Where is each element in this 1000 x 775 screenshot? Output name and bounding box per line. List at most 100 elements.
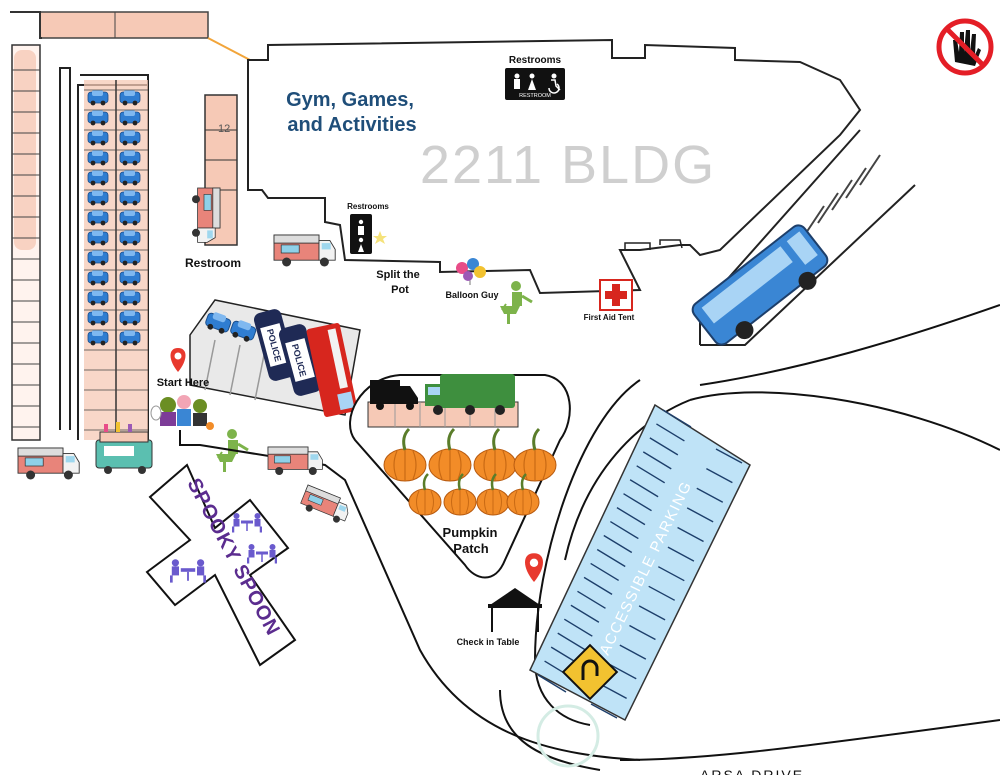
- car-icon: [87, 189, 109, 206]
- stall-line: [609, 664, 637, 680]
- check-in-label: Check in Table: [457, 637, 520, 647]
- spooky-spoon-area: SPOOKY SPOON: [145, 463, 297, 667]
- car-lot: [84, 80, 148, 440]
- first-aid-label: First Aid Tent: [584, 313, 635, 322]
- fire-truck-icon: [306, 323, 358, 417]
- restroom-sign-text: RESTROOM: [519, 93, 551, 99]
- car-icon: [87, 129, 109, 146]
- stall-line: [590, 562, 619, 582]
- car-icon: [87, 289, 109, 306]
- stall-line: [623, 493, 652, 512]
- stall-line: [600, 683, 627, 700]
- split-pot-line2: Pot: [391, 284, 409, 296]
- stall-line: [610, 520, 639, 540]
- car-icon: [119, 269, 141, 286]
- star-icon: [373, 231, 387, 244]
- car-icon: [87, 309, 109, 326]
- car-icon: [119, 169, 141, 186]
- stall-line: [648, 585, 676, 601]
- stall-line: [662, 409, 692, 428]
- bus-area: [691, 129, 916, 346]
- dessert-truck-icon: [95, 422, 153, 474]
- stall-line: [715, 448, 743, 464]
- gym-label-line1: Gym, Games,: [286, 89, 414, 111]
- stall-line: [649, 437, 679, 456]
- police-car-icon: POLICE: [278, 324, 322, 396]
- pumpkin-patch: Pumpkin Patch: [349, 374, 571, 579]
- u-turn-sign-icon: [561, 643, 619, 701]
- car-icon: [119, 89, 141, 106]
- car-icon: [119, 229, 141, 246]
- stall-line: [636, 465, 666, 484]
- stall-line: [686, 507, 714, 523]
- map-pin-icon: [525, 553, 543, 582]
- food-truck-icon: [298, 484, 353, 526]
- car-icon: [87, 249, 109, 266]
- stall-line: [596, 548, 626, 568]
- no-hand-icon: [936, 18, 994, 76]
- stall-line: [657, 566, 685, 582]
- stall-line: [563, 618, 593, 637]
- stall-line: [706, 467, 733, 484]
- food-truck-icon: [17, 447, 80, 480]
- garbage-truck-icon: [425, 374, 515, 415]
- car-icon: [119, 289, 141, 306]
- car-icon: [119, 329, 141, 346]
- car-icon: [119, 209, 141, 226]
- restrooms-side-label: Restrooms: [347, 202, 389, 211]
- building-2211: Gym, Games, and Activities 2211 BLDG Res…: [247, 38, 862, 296]
- handwash-icon: [498, 279, 534, 326]
- stall-line: [642, 451, 672, 470]
- stall-line: [629, 479, 659, 498]
- stall-line: [616, 507, 646, 526]
- stall-line: [629, 624, 656, 641]
- stall-line: [570, 604, 600, 623]
- food-truck-icon: [267, 446, 323, 476]
- car-icon: [87, 209, 109, 226]
- stall-line: [677, 526, 704, 543]
- car-icon: [87, 149, 109, 166]
- stall-line: [638, 605, 666, 621]
- stall-line: [619, 644, 647, 660]
- balloon-guy-label: Balloon Guy: [445, 290, 498, 300]
- stall-line: [590, 703, 618, 719]
- split-pot-line1: Split the: [376, 269, 419, 281]
- side-restroom-icon: [350, 214, 372, 254]
- car-icon: [119, 149, 141, 166]
- stall-line: [667, 546, 695, 562]
- car-icon: [87, 329, 109, 346]
- stall-line: [656, 423, 685, 442]
- start-here-label: Start Here: [157, 377, 210, 389]
- car-icon: [119, 109, 141, 126]
- pumpkin-patch-line2: Patch: [453, 541, 488, 556]
- car-icon: [119, 309, 141, 326]
- car-icon: [119, 129, 141, 146]
- building-name: 2211 BLDG: [420, 135, 716, 195]
- restroom-lot: 12 Restroom: [185, 94, 241, 270]
- car-icon: [87, 89, 109, 106]
- bus-icon: [691, 224, 829, 346]
- restroom-sign-icon: RESTROOM: [505, 68, 565, 100]
- lot-number: 12: [218, 123, 230, 135]
- map-pin-icon: [170, 348, 186, 372]
- costume-group-icon: [150, 395, 214, 430]
- tent-icon: [488, 588, 542, 632]
- stall-line: [696, 487, 724, 503]
- parked-cars: [84, 89, 148, 431]
- car-icon: [87, 169, 109, 186]
- box-truck-icon: [370, 380, 418, 410]
- car-icon: [87, 109, 109, 126]
- vehicle-display: POLICE POLICE: [189, 299, 361, 417]
- pumpkin-patch-line1: Pumpkin: [443, 525, 498, 540]
- roundabout: [536, 704, 600, 768]
- accessible-parking-lot: ACCESSIBLE PARKING: [529, 403, 751, 768]
- stall-line: [557, 632, 587, 651]
- stall-line: [577, 590, 606, 609]
- food-truck-icon: [273, 234, 336, 267]
- roads: [179, 304, 1000, 771]
- restrooms-main-label: Restrooms: [509, 55, 562, 66]
- left-parking-strip: [10, 11, 42, 441]
- car-icon: [87, 269, 109, 286]
- stall-line: [603, 534, 633, 554]
- restroom-label: Restroom: [185, 256, 241, 270]
